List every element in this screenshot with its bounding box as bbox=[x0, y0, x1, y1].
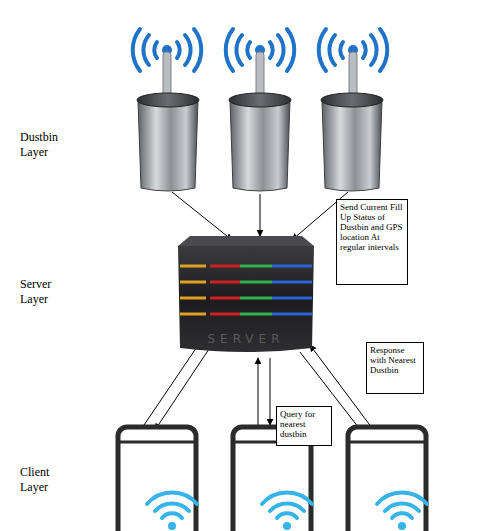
callout-text: Response with Nearest Dustbin bbox=[370, 345, 420, 375]
smartphone bbox=[118, 427, 197, 531]
callout-box: Send Current Fill Up Status of Dustbin a… bbox=[336, 199, 408, 285]
layer-label: Client Layer bbox=[20, 465, 68, 495]
callout-box: Query for nearest dustbin bbox=[276, 406, 332, 446]
layer-label: Dustbin Layer bbox=[20, 130, 68, 160]
dustbin bbox=[229, 52, 291, 191]
dustbin bbox=[137, 52, 199, 191]
data-arrow bbox=[172, 192, 348, 240]
callout-text: Query for nearest dustbin bbox=[280, 409, 328, 439]
dustbin bbox=[321, 52, 383, 191]
callout-box: Response with Nearest Dustbin bbox=[366, 342, 424, 394]
callout-text: Send Current Fill Up Status of Dustbin a… bbox=[340, 202, 404, 252]
layer-label: Server Layer bbox=[20, 277, 68, 307]
smartphone bbox=[348, 427, 427, 531]
server-block: SERVER bbox=[176, 232, 316, 356]
server-label: SERVER bbox=[176, 332, 316, 346]
